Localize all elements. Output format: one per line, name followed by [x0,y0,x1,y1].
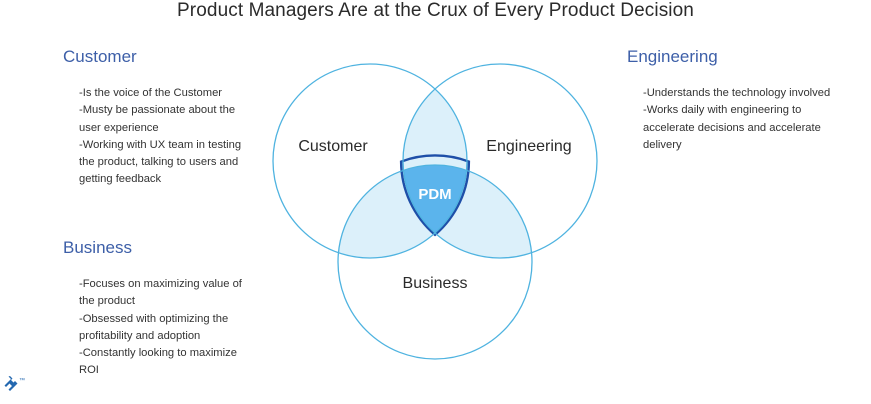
customer-business-overlap-clip [338,165,467,258]
customer-business-overlap [338,165,467,258]
toptal-logo-icon: ™ [4,376,25,391]
customer-heading: Customer [63,47,137,66]
pdm-overlap-outline [399,154,471,237]
diagram-title: Product Managers Are at the Crux of Ever… [177,0,694,21]
logo: ™ [3,375,29,404]
engineering-circle-label: Engineering [486,138,571,155]
engineering-business-overlap-clip [403,165,532,258]
customer-circle-label: Customer [298,138,368,155]
business-heading: Business [63,238,132,257]
customer-note: -Working with UX team in testing the pro… [79,138,242,186]
engineering-note: -Works daily with engineering to acceler… [643,104,821,151]
business-note: -Focuses on maximizing value of the prod… [79,278,242,308]
customer-notes: -Is the voice of the Customer -Musty be … [79,85,259,189]
business-circle [337,164,533,360]
engineering-heading: Engineering [627,47,718,66]
engineering-business-overlap [403,165,532,258]
engineering-note: -Understands the technology involved [643,87,831,99]
business-circle-label: Business [403,275,468,292]
customer-note: -Musty be passionate about the user expe… [79,104,236,134]
business-notes: -Focuses on maximizing value of the prod… [79,276,259,380]
business-note: -Constantly looking to maximize ROI [79,347,237,377]
engineering-circle [402,63,598,259]
customer-circle [272,63,468,259]
pdm-label: PDM [418,186,451,203]
business-note: -Obsessed with optimizing the profitabil… [79,312,229,342]
engineering-notes: -Understands the technology involved -Wo… [643,85,843,154]
logo-mark [4,376,18,391]
customer-note: -Is the voice of the Customer [79,87,223,99]
trademark-symbol: ™ [19,377,25,384]
logo-mark-shape [4,376,18,391]
